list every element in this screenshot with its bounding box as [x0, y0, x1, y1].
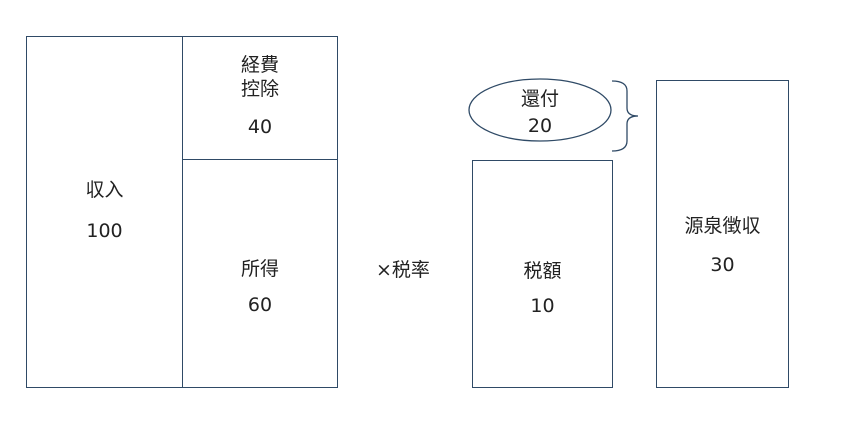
- income-box: 収入 100: [26, 36, 183, 388]
- earnings-label: 所得: [240, 258, 279, 280]
- withholding-value: 30: [710, 254, 735, 276]
- tax-rate-multiplier: ×税率: [376, 259, 430, 281]
- tax-label: 税額: [523, 260, 562, 282]
- expenses-value: 40: [247, 116, 273, 138]
- right-brace-icon: [611, 80, 639, 152]
- tax-value: 10: [530, 295, 555, 317]
- refund-value: 20: [527, 115, 553, 137]
- earnings-value: 60: [247, 294, 273, 316]
- refund-label: 還付: [520, 88, 559, 110]
- expenses-label: 経費 控除: [240, 54, 279, 100]
- withholding-label: 源泉徴収: [684, 215, 761, 237]
- refund-ellipse: [468, 78, 612, 142]
- earnings-box: 所得 60: [182, 159, 338, 388]
- tax-box: 税額 10: [472, 160, 613, 388]
- expenses-box: 経費 控除 40: [182, 36, 338, 160]
- income-label: 収入: [85, 179, 124, 201]
- withholding-box: 源泉徴収 30: [656, 80, 789, 388]
- income-value: 100: [86, 220, 123, 242]
